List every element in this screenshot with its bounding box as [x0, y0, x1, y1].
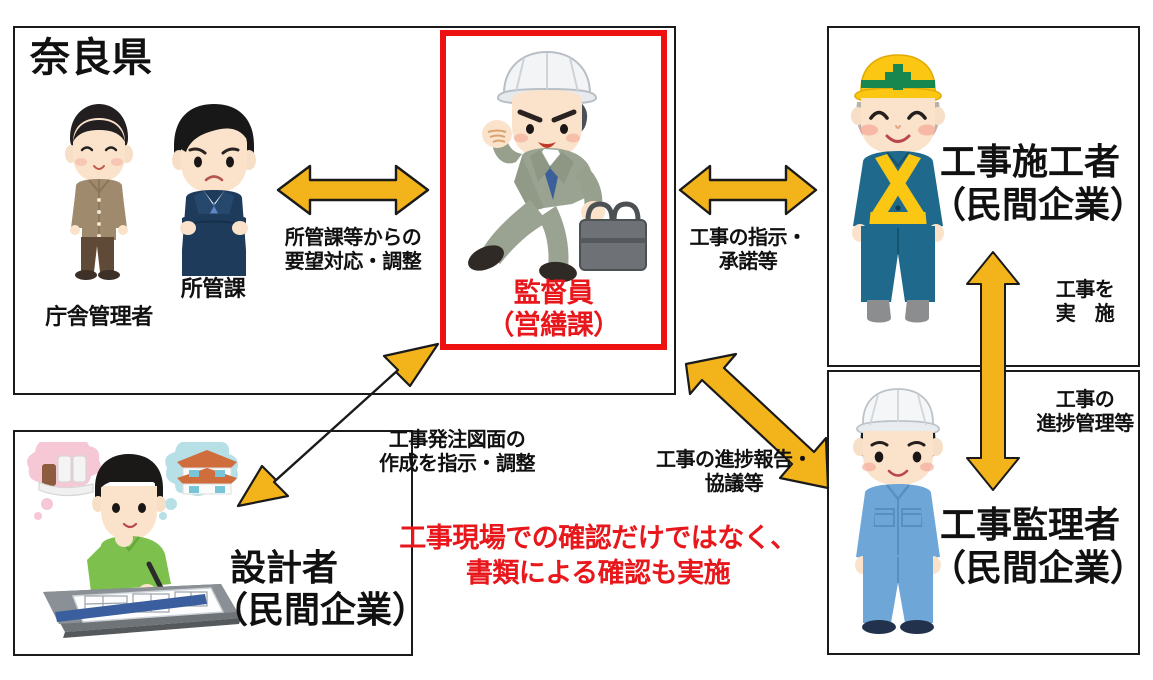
illustration-department-staff: [172, 104, 256, 276]
arrow-label-designer-supervisor: 工事発注図面の 作成を指示・調整: [379, 429, 536, 475]
illustration-designer: [27, 442, 241, 638]
arrow-label-supervisor-contractor: 工事の指示・ 承諾等: [689, 227, 808, 273]
construction-manager-label-line2: （民間企業）: [930, 547, 1147, 588]
contractor-label-line2: （民間企業）: [930, 184, 1147, 225]
illustration-contractor: [851, 54, 945, 323]
arrow-label-work-execute: 工事を 実 施: [1055, 279, 1115, 325]
contractor-label-line1: 工事施工者: [940, 141, 1121, 182]
arrow-label-progress-management: 工事の 進捗管理等: [1036, 389, 1134, 435]
illustration-supervisor: [468, 50, 647, 282]
supervisor-label-line1: 監督員: [513, 278, 594, 308]
caption-department-staff: 所管課: [180, 276, 246, 301]
arrow-designer-supervisor: [236, 342, 440, 508]
construction-manager-label-line1: 工事監理者: [940, 504, 1121, 545]
arrow-label-supervisor-manager: 工事の進捗報告・ 協議等: [656, 449, 813, 495]
prefecture-title: 奈良県: [30, 36, 153, 80]
supervisor-label-line2: （営繕課）: [487, 310, 620, 340]
arrow-supervisor-manager: [684, 352, 830, 490]
designer-label-line2: （民間企業）: [212, 589, 429, 630]
illustration-construction-manager: [853, 388, 943, 634]
arrow-prefecture-supervisor: [276, 164, 430, 216]
note-red-message: 工事現場での確認だけではなく、 書類による確認も実施: [399, 523, 797, 589]
arrow-contractor-manager: [966, 251, 1020, 491]
illustration-building-manager: [65, 104, 133, 280]
arrow-supervisor-contractor: [678, 164, 818, 216]
arrow-label-prefecture-supervisor: 所管課等からの 要望対応・調整: [284, 227, 422, 273]
designer-label-line1: 設計者: [230, 547, 339, 588]
caption-building-manager: 庁舎管理者: [45, 304, 153, 329]
